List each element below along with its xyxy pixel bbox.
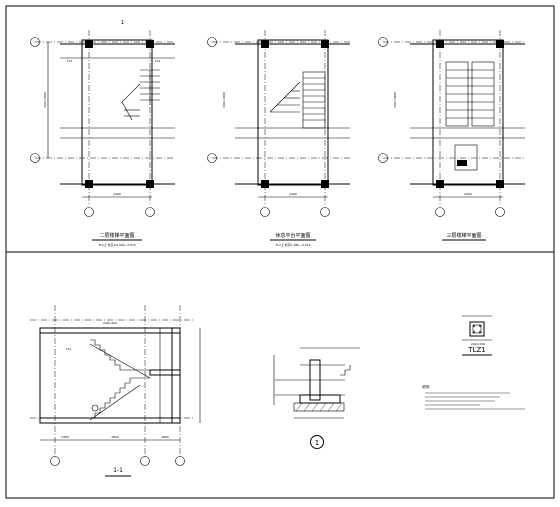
axis-bubble [320,207,330,217]
landing-slab [149,369,181,376]
detail-callout [91,404,99,412]
column [85,180,93,188]
plan-1: 2400 300×1800 TL1 TL2 1 二层楼梯平面图 TL2上 标高±… [30,20,175,247]
axis-bubble [207,37,217,47]
axis-bubble [145,207,155,217]
stair-flight [121,69,160,121]
axis-bubble [30,37,40,47]
rebar-dot [473,325,475,327]
axis-bubble [378,37,388,47]
axis-bubble [30,153,40,163]
label-top: 240×400 [103,321,117,325]
stair-flight-double [445,61,495,171]
stair-well [81,39,153,186]
column [496,40,504,48]
dim-side: 300×1800 [393,92,397,108]
column [321,180,329,188]
dim-bottom-mid: 1800 [111,435,119,439]
section-title: 1-1 [113,467,123,474]
column [85,40,93,48]
column [436,40,444,48]
notes-block: 说明： [422,384,525,410]
axis-bubble [140,456,150,466]
column [261,180,269,188]
beam-label: TL1 [65,347,72,351]
plan-title: 二层楼梯平面图 [99,232,134,239]
notes-heading: 说明： [422,384,433,389]
column [146,180,154,188]
rebar-dot [479,325,481,327]
column [321,40,329,48]
axis-bubble [495,207,505,217]
plan-3: 2400 300×1800 三层楼梯平面图 [378,30,525,241]
dim-side: 300×1800 [43,92,47,108]
stair-flight-lower [89,377,150,421]
rebar-dot [473,331,475,333]
column-rebar [472,324,482,334]
rebar-dot [479,331,481,333]
stair-column [309,359,321,401]
detail-bubble [310,435,324,449]
axis-bubble [84,207,94,217]
floor-slab [39,327,181,334]
tlz1-detail: 240×240 TLZ1 [462,315,492,356]
wall [171,327,181,424]
plan-title: 三层楼梯平面图 [446,232,481,239]
axis-bubble [50,456,60,466]
floor-slab [39,417,181,424]
plan-subtitle: TL2上 标高1.950~3.510 [274,242,310,247]
section-mark: 1 [121,20,124,26]
axis-bubble [175,456,185,466]
dim-bottom: 2400 [113,192,121,196]
plan-title: 休息平台平面图 [275,232,310,239]
stair-flight-upper [89,339,151,379]
column-section [469,321,485,337]
column [436,180,444,188]
axis-bubble [435,207,445,217]
beam-label-2: TL2 [154,59,161,63]
dim-bottom: 2400 [464,192,472,196]
section-1-1: 2400 1800 1800 240×400 TL1 1-1 [30,305,201,477]
axis-bubble [378,153,388,163]
axis-bubble [260,207,270,217]
step-profile [340,365,351,376]
stair-flight [269,71,326,129]
tlz-label: TLZ1 [467,346,485,354]
detail-label: 1 [315,439,319,447]
dim-bottom-right: 1800 [161,435,169,439]
dim-bottom-left: 2400 [61,435,69,439]
foundation [293,402,345,412]
dim-side: 300×1800 [222,92,226,108]
dim-bottom: 2400 [289,192,297,196]
detail-1: 1 [273,347,360,449]
column [496,180,504,188]
beam-label: TL1 [66,59,73,63]
tlz-size: 240×240 [471,342,485,346]
foundation-hatch [295,402,343,412]
plan-2: 2400 300×1800 休息平台平面图 TL2上 标高1.950~3.510 [207,30,350,247]
axis-bubble [207,153,217,163]
stair-well [257,39,329,186]
plan-subtitle: TL2上 标高±0.000~3.510 [97,242,136,247]
column [261,40,269,48]
column [146,40,154,48]
stair-well [432,39,504,186]
